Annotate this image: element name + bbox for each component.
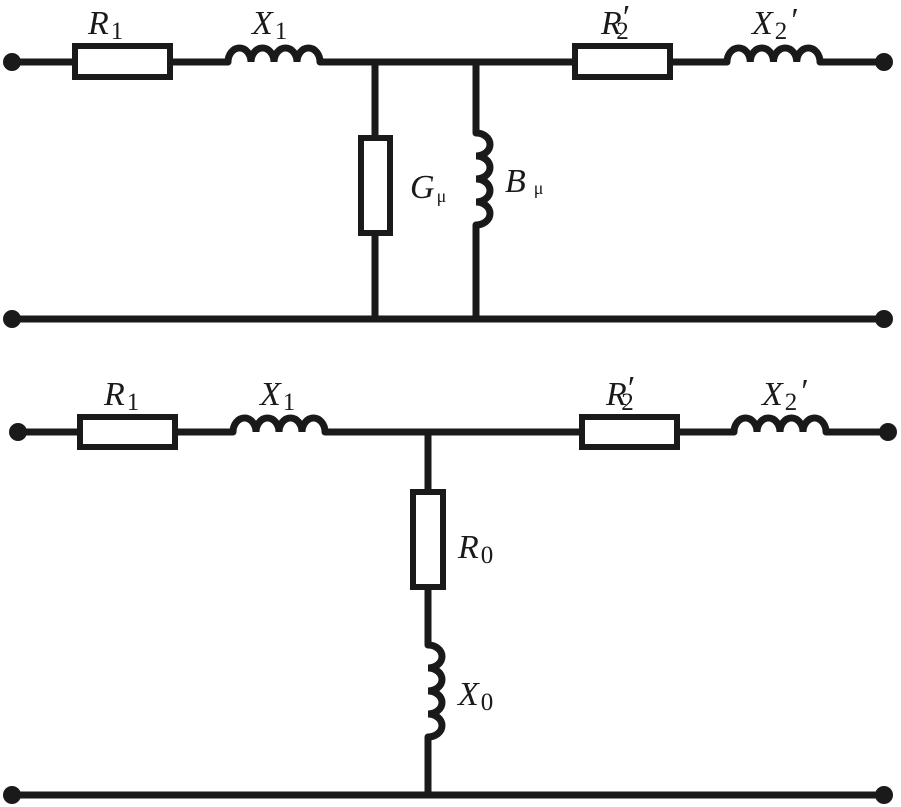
c1-resistor-g-mu	[358, 135, 393, 236]
c2-resistor-r1	[77, 414, 178, 450]
circuit-2: R1 X1 R′2 X2′ R0 X0	[3, 370, 897, 804]
c2-label-r0: R0	[457, 529, 493, 569]
c1-terminal-top-left	[3, 53, 21, 71]
c1-terminal-bottom-left	[3, 310, 21, 328]
c2-terminal-top-right	[879, 423, 897, 441]
c2-terminal-bottom-right	[875, 786, 893, 804]
c1-resistor-r1	[72, 43, 173, 80]
c2-resistor-r2-prime	[579, 414, 680, 450]
c2-terminal-bottom-left	[3, 786, 21, 804]
c1-label-r1: R1	[87, 5, 123, 45]
c2-label-r2-prime: R′2	[605, 370, 634, 416]
c2-label-x2-prime: X2′	[760, 373, 807, 416]
c1-inductor-b-mu	[472, 129, 494, 229]
c1-inductor-x2-prime	[723, 44, 824, 66]
c2-terminal-top-left	[9, 423, 27, 441]
c2-label-x1: X1	[258, 376, 295, 416]
c2-resistor-r0	[410, 489, 446, 590]
c1-resistor-r2-prime	[572, 43, 673, 80]
c2-inductor-x2-prime	[730, 414, 830, 436]
c1-terminal-bottom-right	[875, 310, 893, 328]
c1-label-x1: X1	[250, 5, 287, 45]
c2-inductor-x1	[229, 414, 329, 436]
c2-label-x0: X0	[456, 676, 493, 716]
c2-inductor-x0	[424, 641, 446, 741]
c2-label-r1: R1	[103, 376, 139, 416]
c1-terminal-top-right	[875, 53, 893, 71]
c1-inductor-x1	[224, 44, 324, 66]
c1-label-r2-prime: R′2	[600, 0, 629, 45]
c1-label-x2-prime: X2′	[750, 2, 797, 45]
